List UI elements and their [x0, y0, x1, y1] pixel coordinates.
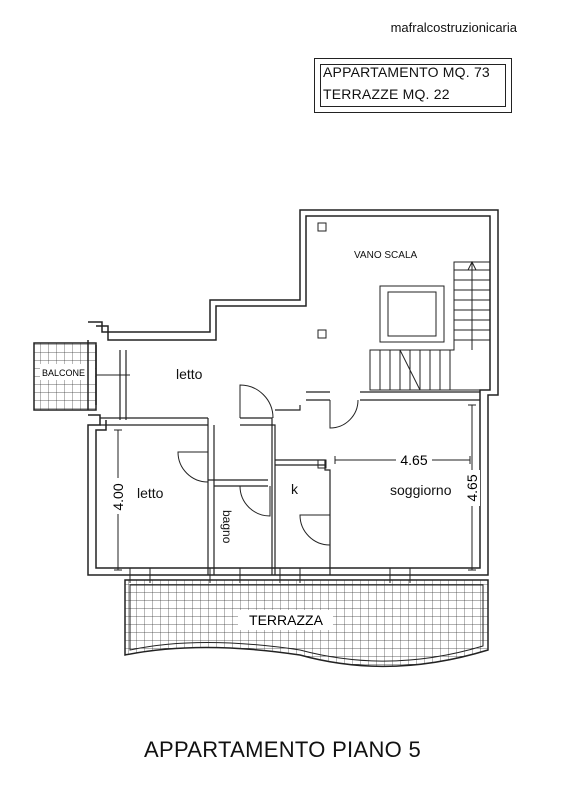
terrace-label: TERRAZZA	[249, 612, 324, 628]
door-bathroom	[239, 485, 271, 517]
elevator-shaft	[379, 285, 445, 343]
bedroom-left-label: letto	[137, 485, 164, 501]
living-label: soggiorno	[390, 482, 452, 498]
door-bedroom-left	[177, 451, 209, 483]
door-stair	[329, 399, 359, 429]
area-summary-box: APPARTAMENTO MQ. 73 TERRAZZE MQ. 22	[314, 58, 512, 113]
plan-title: APPARTAMENTO PIANO 5	[144, 737, 421, 762]
bedroom-divider	[100, 417, 208, 426]
kitchen-label: k	[291, 481, 299, 497]
door-kitchen	[299, 514, 331, 546]
apartment-area: APPARTAMENTO MQ. 73	[323, 64, 490, 80]
bathroom-label: bagno	[220, 510, 234, 544]
balcony-label: BALCONE	[42, 368, 85, 378]
terrace-area: TERRAZZE MQ. 22	[323, 86, 450, 102]
door-bedroom-top	[239, 384, 274, 419]
dim-living-width-label: 4.65	[400, 452, 427, 468]
bedroom-top-label: letto	[176, 366, 203, 382]
dim-bedroom-height-label: 4.00	[110, 483, 126, 510]
stair-label: VANO SCALA	[354, 250, 417, 261]
outer-wall	[87, 209, 499, 576]
dim-living-height-label: 4.65	[464, 474, 480, 501]
brand-label: mafralcostruzionicaria	[390, 20, 517, 35]
